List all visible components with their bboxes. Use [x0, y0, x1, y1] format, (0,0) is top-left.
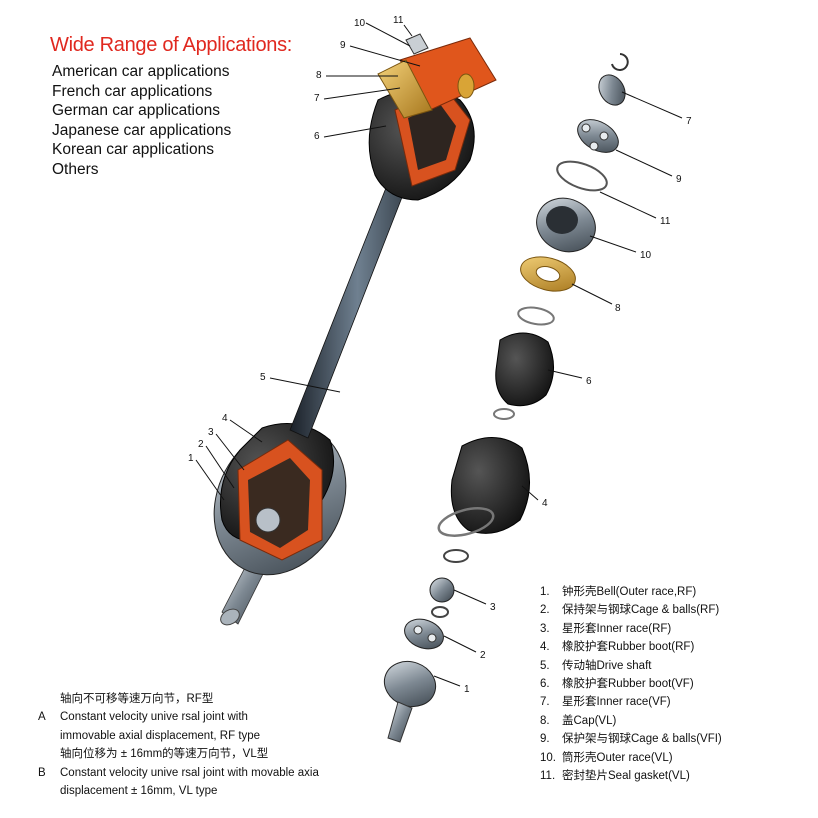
part-callout-10: 10 [640, 250, 652, 261]
part-callout-4: 4 [542, 498, 548, 509]
part-callout-7: 7 [686, 116, 692, 127]
note-b-line2: displacement ± 16mm, VL type [60, 785, 218, 798]
circlip [611, 53, 629, 71]
legend-item: 1.钟形壳Bell(Outer race,RF) [540, 586, 697, 598]
callout-5: 5 [260, 372, 266, 383]
legend-item: 9.保护架与钢球Cage & balls(VFI) [540, 733, 722, 746]
cage-balls-rf [404, 618, 444, 650]
clamp-ring-small [493, 408, 515, 420]
cap-vl [377, 59, 433, 119]
applications-list: American car applications French car app… [52, 62, 231, 180]
inner-race-rf [255, 507, 281, 533]
inner-race-vf [598, 74, 626, 106]
part-callout-8: 8 [615, 303, 621, 314]
callout-11: 11 [393, 15, 404, 26]
legend-item: 7.星形套Inner race(VF) [540, 696, 671, 709]
cage-balls-vl [577, 119, 619, 153]
exploded-callouts: 7 9 11 10 8 6 4 3 2 1 [433, 91, 692, 695]
snap-ring [431, 606, 449, 618]
application-item: American car applications [52, 63, 230, 80]
application-item: German car applications [52, 102, 220, 120]
application-item: Japanese car applications [52, 121, 232, 139]
callout-2: 2 [198, 439, 204, 450]
note-b-chinese: 轴向位移为 ± 16mm的等速万向节，VL型 [60, 748, 269, 761]
callout-7: 7 [314, 93, 320, 104]
cap-side [457, 73, 475, 99]
part-callout-2: 2 [480, 650, 486, 661]
callout-9: 9 [340, 40, 346, 51]
legend-item: 4.橡胶护套Rubber boot(RF) [540, 641, 695, 654]
legend-item: 6.橡胶护套Rubber boot(VF) [540, 678, 694, 691]
parts-legend: 1.钟形壳Bell(Outer race,RF) 2.保持架与钢球Cage & … [540, 583, 722, 785]
callout-6: 6 [314, 131, 320, 142]
application-item: Others [52, 160, 99, 178]
axle-end [220, 608, 240, 626]
callout-8: 8 [316, 70, 322, 81]
assembled-drive-shaft [213, 33, 497, 626]
exploded-parts [383, 53, 629, 743]
outer-race-bore [546, 206, 578, 234]
part-callout-9: 9 [676, 174, 682, 185]
part-callout-11: 11 [660, 216, 671, 227]
application-item: French car applications [52, 82, 213, 100]
clamp-ring-top [517, 306, 555, 326]
legend-item: 10.筒形壳Outer race(VL) [540, 751, 673, 764]
bell-part [383, 660, 437, 708]
seal-gasket-ring [556, 160, 608, 192]
clamp-ring-large [437, 507, 495, 537]
assembly-callouts: 10 11 9 8 7 6 5 4 3 2 1 [188, 15, 421, 501]
note-a-chinese: 轴向不可移等速万向节，RF型 [60, 693, 214, 705]
application-item: Korean car applications [52, 141, 214, 159]
note-a-line2: immovable axial displacement, RF type [60, 729, 261, 742]
seal-gasket [405, 33, 429, 55]
rf-boot-part [450, 437, 531, 534]
callout-10: 10 [354, 18, 366, 29]
part-callout-1: 1 [464, 684, 470, 695]
legend-item: 11.密封垫片Seal gasket(VL) [540, 770, 690, 783]
part-callout-6: 6 [586, 376, 592, 387]
inner-race-rf-part [429, 577, 455, 603]
bell-stub [387, 701, 413, 743]
legend-item: 3.星形套Inner race(RF) [540, 622, 672, 635]
legend-item: 5.传动轴Drive shaft [540, 659, 652, 672]
heading: Wide Range of Applications: [50, 34, 293, 56]
legend-item: 2.保持架与钢球Cage & balls(RF) [540, 604, 720, 617]
legend-item: 8.盖Cap(VL) [540, 714, 617, 727]
vf-boot-part [495, 332, 554, 407]
vf-cutaway-inner [408, 104, 456, 170]
clamp-ring-mid [443, 549, 469, 563]
callout-1: 1 [188, 453, 194, 464]
part-callout-3: 3 [490, 602, 496, 613]
callout-4: 4 [222, 413, 228, 424]
callout-3: 3 [208, 427, 214, 438]
